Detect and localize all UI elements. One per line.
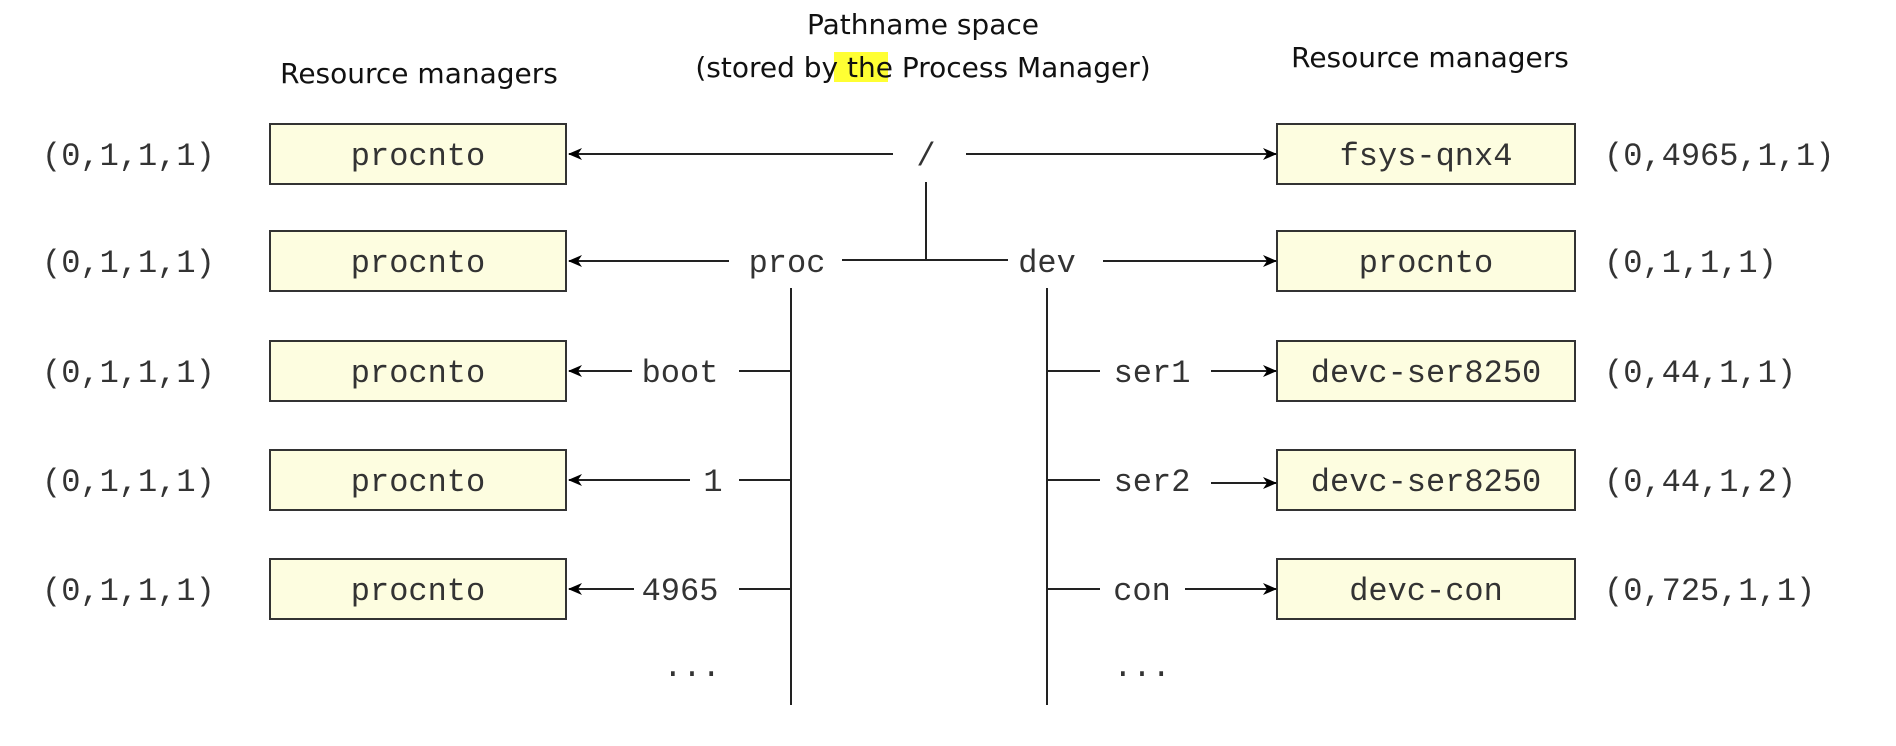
- node-descriptor: (0,4965,1,1): [1604, 138, 1834, 175]
- path-root: /: [916, 138, 935, 175]
- path-ser2: ser2: [1114, 464, 1191, 501]
- path-con: con: [1113, 573, 1171, 610]
- manager-box: [269, 558, 567, 620]
- manager-name: procnto: [351, 355, 485, 392]
- manager-name: devc-con: [1349, 573, 1503, 610]
- manager-name: fsys-qnx4: [1340, 138, 1513, 175]
- node-descriptor: (0,1,1,1): [42, 464, 215, 501]
- manager-box: [269, 340, 567, 402]
- manager-name: procnto: [351, 245, 485, 282]
- node-descriptor: (0,1,1,1): [42, 138, 215, 175]
- path-boot: boot: [642, 355, 719, 392]
- right-row-0: fsys-qnx4 (0,4965,1,1): [1276, 123, 1834, 185]
- node-descriptor: (0,44,1,2): [1604, 464, 1796, 501]
- right-row-3: devc-ser8250 (0,44,1,2): [1276, 449, 1796, 511]
- manager-box: [269, 123, 567, 185]
- path-dev: dev: [1018, 245, 1076, 282]
- right-row-4: devc-con (0,725,1,1): [1276, 558, 1815, 620]
- manager-name: devc-ser8250: [1311, 464, 1541, 501]
- highlighted-word: the: [847, 51, 893, 84]
- left-row-2: (0,1,1,1) procnto: [42, 340, 567, 402]
- node-descriptor: (0,44,1,1): [1604, 355, 1796, 392]
- center-title-line1: Pathname space: [807, 8, 1039, 41]
- highlight-mark: [834, 52, 888, 82]
- left-row-1: (0,1,1,1) procnto: [42, 230, 567, 292]
- manager-box: [269, 230, 567, 292]
- left-row-3: (0,1,1,1) procnto: [42, 449, 567, 511]
- right-managers: fsys-qnx4 (0,4965,1,1) procnto (0,1,1,1) d…: [1276, 123, 1834, 620]
- manager-name: procnto: [351, 138, 485, 175]
- path-tree: / proc dev boot 1 4965 ... ser1 ser2 con: [568, 138, 1277, 705]
- node-descriptor: (0,725,1,1): [1604, 573, 1815, 610]
- left-row-4: (0,1,1,1) procnto: [42, 558, 567, 620]
- manager-name: devc-ser8250: [1311, 355, 1541, 392]
- manager-box: [1276, 449, 1576, 511]
- center-title-line2: (stored by the Process Manager): [695, 51, 1150, 84]
- path-4965: 4965: [642, 573, 719, 610]
- manager-box: [1276, 123, 1576, 185]
- node-descriptor: (0,1,1,1): [1604, 245, 1777, 282]
- dev-ellipsis: ...: [1113, 649, 1171, 686]
- left-title: Resource managers: [280, 57, 558, 90]
- node-descriptor: (0,1,1,1): [42, 355, 215, 392]
- manager-name: procnto: [1359, 245, 1493, 282]
- path-ser1: ser1: [1114, 355, 1191, 392]
- left-row-0: (0,1,1,1) procnto: [42, 123, 567, 185]
- manager-name: procnto: [351, 573, 485, 610]
- left-managers: (0,1,1,1) procnto (0,1,1,1) procnto (0,1,1…: [42, 123, 567, 620]
- right-row-1: procnto (0,1,1,1): [1276, 230, 1777, 292]
- right-row-2: devc-ser8250 (0,44,1,1): [1276, 340, 1796, 402]
- manager-box: [1276, 230, 1576, 292]
- node-descriptor: (0,1,1,1): [42, 573, 215, 610]
- right-title: Resource managers: [1291, 41, 1569, 74]
- node-descriptor: (0,1,1,1): [42, 245, 215, 282]
- proc-ellipsis: ...: [663, 649, 721, 686]
- manager-box: [269, 449, 567, 511]
- manager-name: procnto: [351, 464, 485, 501]
- path-1: 1: [703, 464, 722, 501]
- manager-box: [1276, 558, 1576, 620]
- path-proc: proc: [749, 245, 826, 282]
- manager-box: [1276, 340, 1576, 402]
